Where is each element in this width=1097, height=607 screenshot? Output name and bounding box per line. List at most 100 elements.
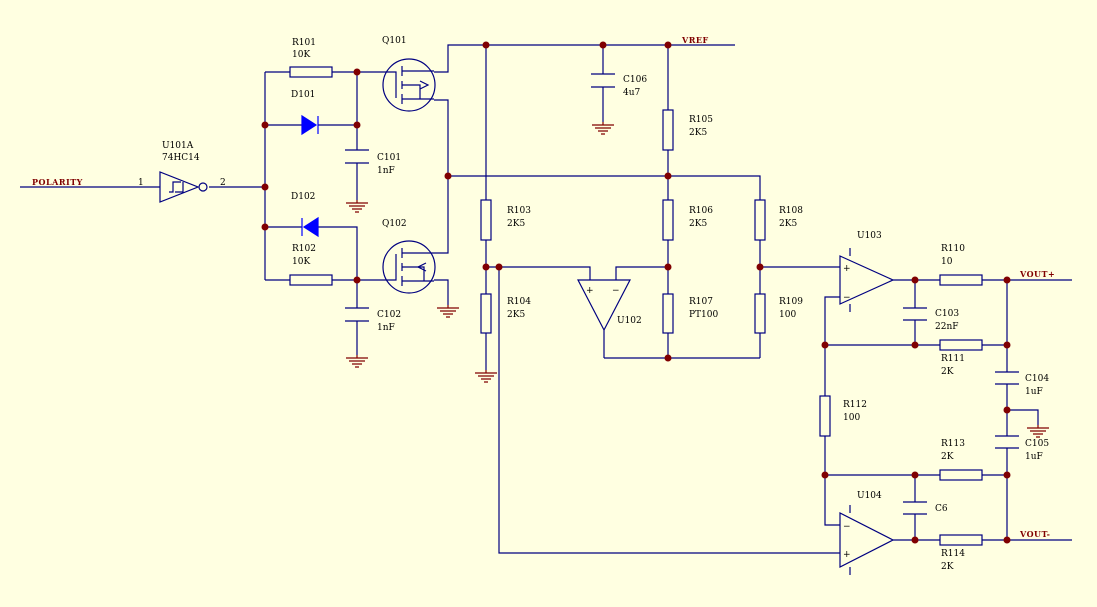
u101-pin-out: 2 [220, 178, 226, 188]
u102-plus-sign: + [586, 286, 594, 296]
resistors [289, 66, 983, 546]
ground-icon [346, 355, 368, 368]
component-labels: R101 10K D101 C101 1nF D102 R102 10K C10… [291, 36, 1049, 572]
grounds [346, 122, 1049, 438]
ground-icon [437, 305, 459, 318]
r101-body [289, 66, 333, 78]
r104-ref: R104 [507, 297, 531, 307]
c104-symbol [995, 371, 1019, 385]
junction-dot [599, 41, 607, 49]
mosfet-q101 [382, 58, 436, 112]
ground-icon [1027, 425, 1049, 438]
u103-ref: U103 [857, 231, 882, 241]
u104-plus-sign: + [843, 550, 851, 560]
junction-dot [664, 354, 672, 362]
c105-value: 1uF [1025, 452, 1043, 462]
junction-dot [495, 263, 503, 271]
c103-value: 22nF [935, 322, 959, 332]
junction-dot [261, 223, 269, 231]
d101-symbol [301, 114, 318, 136]
r108-value: 2K5 [779, 219, 797, 229]
r108-body [754, 199, 766, 241]
wires [20, 44, 1072, 575]
center-ground-wire [1007, 409, 1039, 425]
c104-value: 1uF [1025, 387, 1043, 397]
u104-body [839, 512, 895, 568]
u103-body [839, 255, 895, 305]
r107-ref: R107 [689, 297, 713, 307]
q102-arrow-icon [416, 262, 427, 272]
r112-ref: R112 [843, 400, 867, 410]
r105-body [662, 109, 674, 151]
junction-dot [664, 263, 672, 271]
r105-ref: R105 [689, 115, 713, 125]
d102-wire [265, 226, 358, 280]
c104-ref: C104 [1025, 374, 1049, 384]
u104-minus-sign: − [843, 522, 851, 532]
u101-value: 74HC14 [162, 153, 200, 163]
u102-body [577, 279, 631, 332]
u102-minus-sign: − [612, 286, 620, 296]
d101-ref: D101 [291, 90, 315, 100]
c103-ref: C103 [935, 309, 959, 319]
opamp-u103: + − [839, 255, 895, 305]
junction-dot [911, 276, 919, 284]
r101-value: 10K [292, 50, 310, 60]
opamp-u102: + − [577, 279, 631, 332]
junction-dot [353, 121, 361, 129]
r104-body [480, 293, 492, 334]
junction-dot [821, 341, 829, 349]
u103-minus-sign: − [843, 293, 851, 303]
junction-dot [911, 341, 919, 349]
r114-ref: R114 [941, 549, 965, 559]
u102-minus-wire [615, 266, 668, 280]
r113-body [939, 469, 983, 481]
schmitt-inverter-body [159, 171, 200, 203]
r111-value: 2K [941, 367, 954, 377]
r114-value: 2K [941, 562, 954, 572]
r114-body [939, 534, 983, 546]
r102-body [289, 274, 333, 286]
q101-terminals-icon [402, 70, 434, 100]
r112-value: 100 [843, 413, 860, 423]
q102-source-wire [434, 279, 449, 305]
junction-dot [1003, 471, 1011, 479]
opamp-u104: − + [839, 512, 895, 568]
net-label-vref: VREF [681, 35, 709, 45]
q101-ref: Q101 [382, 36, 407, 46]
r109-value: 100 [779, 310, 796, 320]
r108-ref: R108 [779, 206, 803, 216]
schmitt-trigger-icon [169, 181, 184, 193]
c101-ref: C101 [377, 153, 401, 163]
r104-value: 2K5 [507, 310, 525, 320]
u101-ref: U101A [162, 141, 194, 151]
u104-minus-wire [824, 475, 840, 526]
r113-ref: R113 [941, 439, 965, 449]
d102-symbol [302, 216, 319, 238]
net-label-vout-plus: VOUT+ [1019, 269, 1055, 279]
u103-plus-sign: + [843, 264, 851, 274]
r106-value: 2K5 [689, 219, 707, 229]
capacitors [345, 73, 1019, 515]
q102-terminals-icon [402, 252, 434, 282]
junction-dot [1003, 406, 1011, 414]
q102-ref: Q102 [382, 219, 407, 229]
u103-feedback-wire [824, 296, 1007, 346]
r111-body [939, 339, 983, 351]
r102-ref: R102 [292, 244, 316, 254]
r106-body [662, 199, 674, 241]
r110-ref: R110 [941, 244, 965, 254]
r102-value: 10K [292, 257, 310, 267]
u101-pin-in: 1 [138, 178, 144, 188]
junction-dot [1003, 341, 1011, 349]
r106-ref: R106 [689, 206, 713, 216]
junction-dot [444, 172, 452, 180]
c102-ref: C102 [377, 310, 401, 320]
junction-dot [664, 41, 672, 49]
r111-ref: R111 [941, 354, 965, 364]
net-label-vout-minus: VOUT- [1019, 529, 1050, 539]
d102-ref: D102 [291, 192, 315, 202]
junction-dot [261, 121, 269, 129]
r113-value: 2K [941, 452, 954, 462]
